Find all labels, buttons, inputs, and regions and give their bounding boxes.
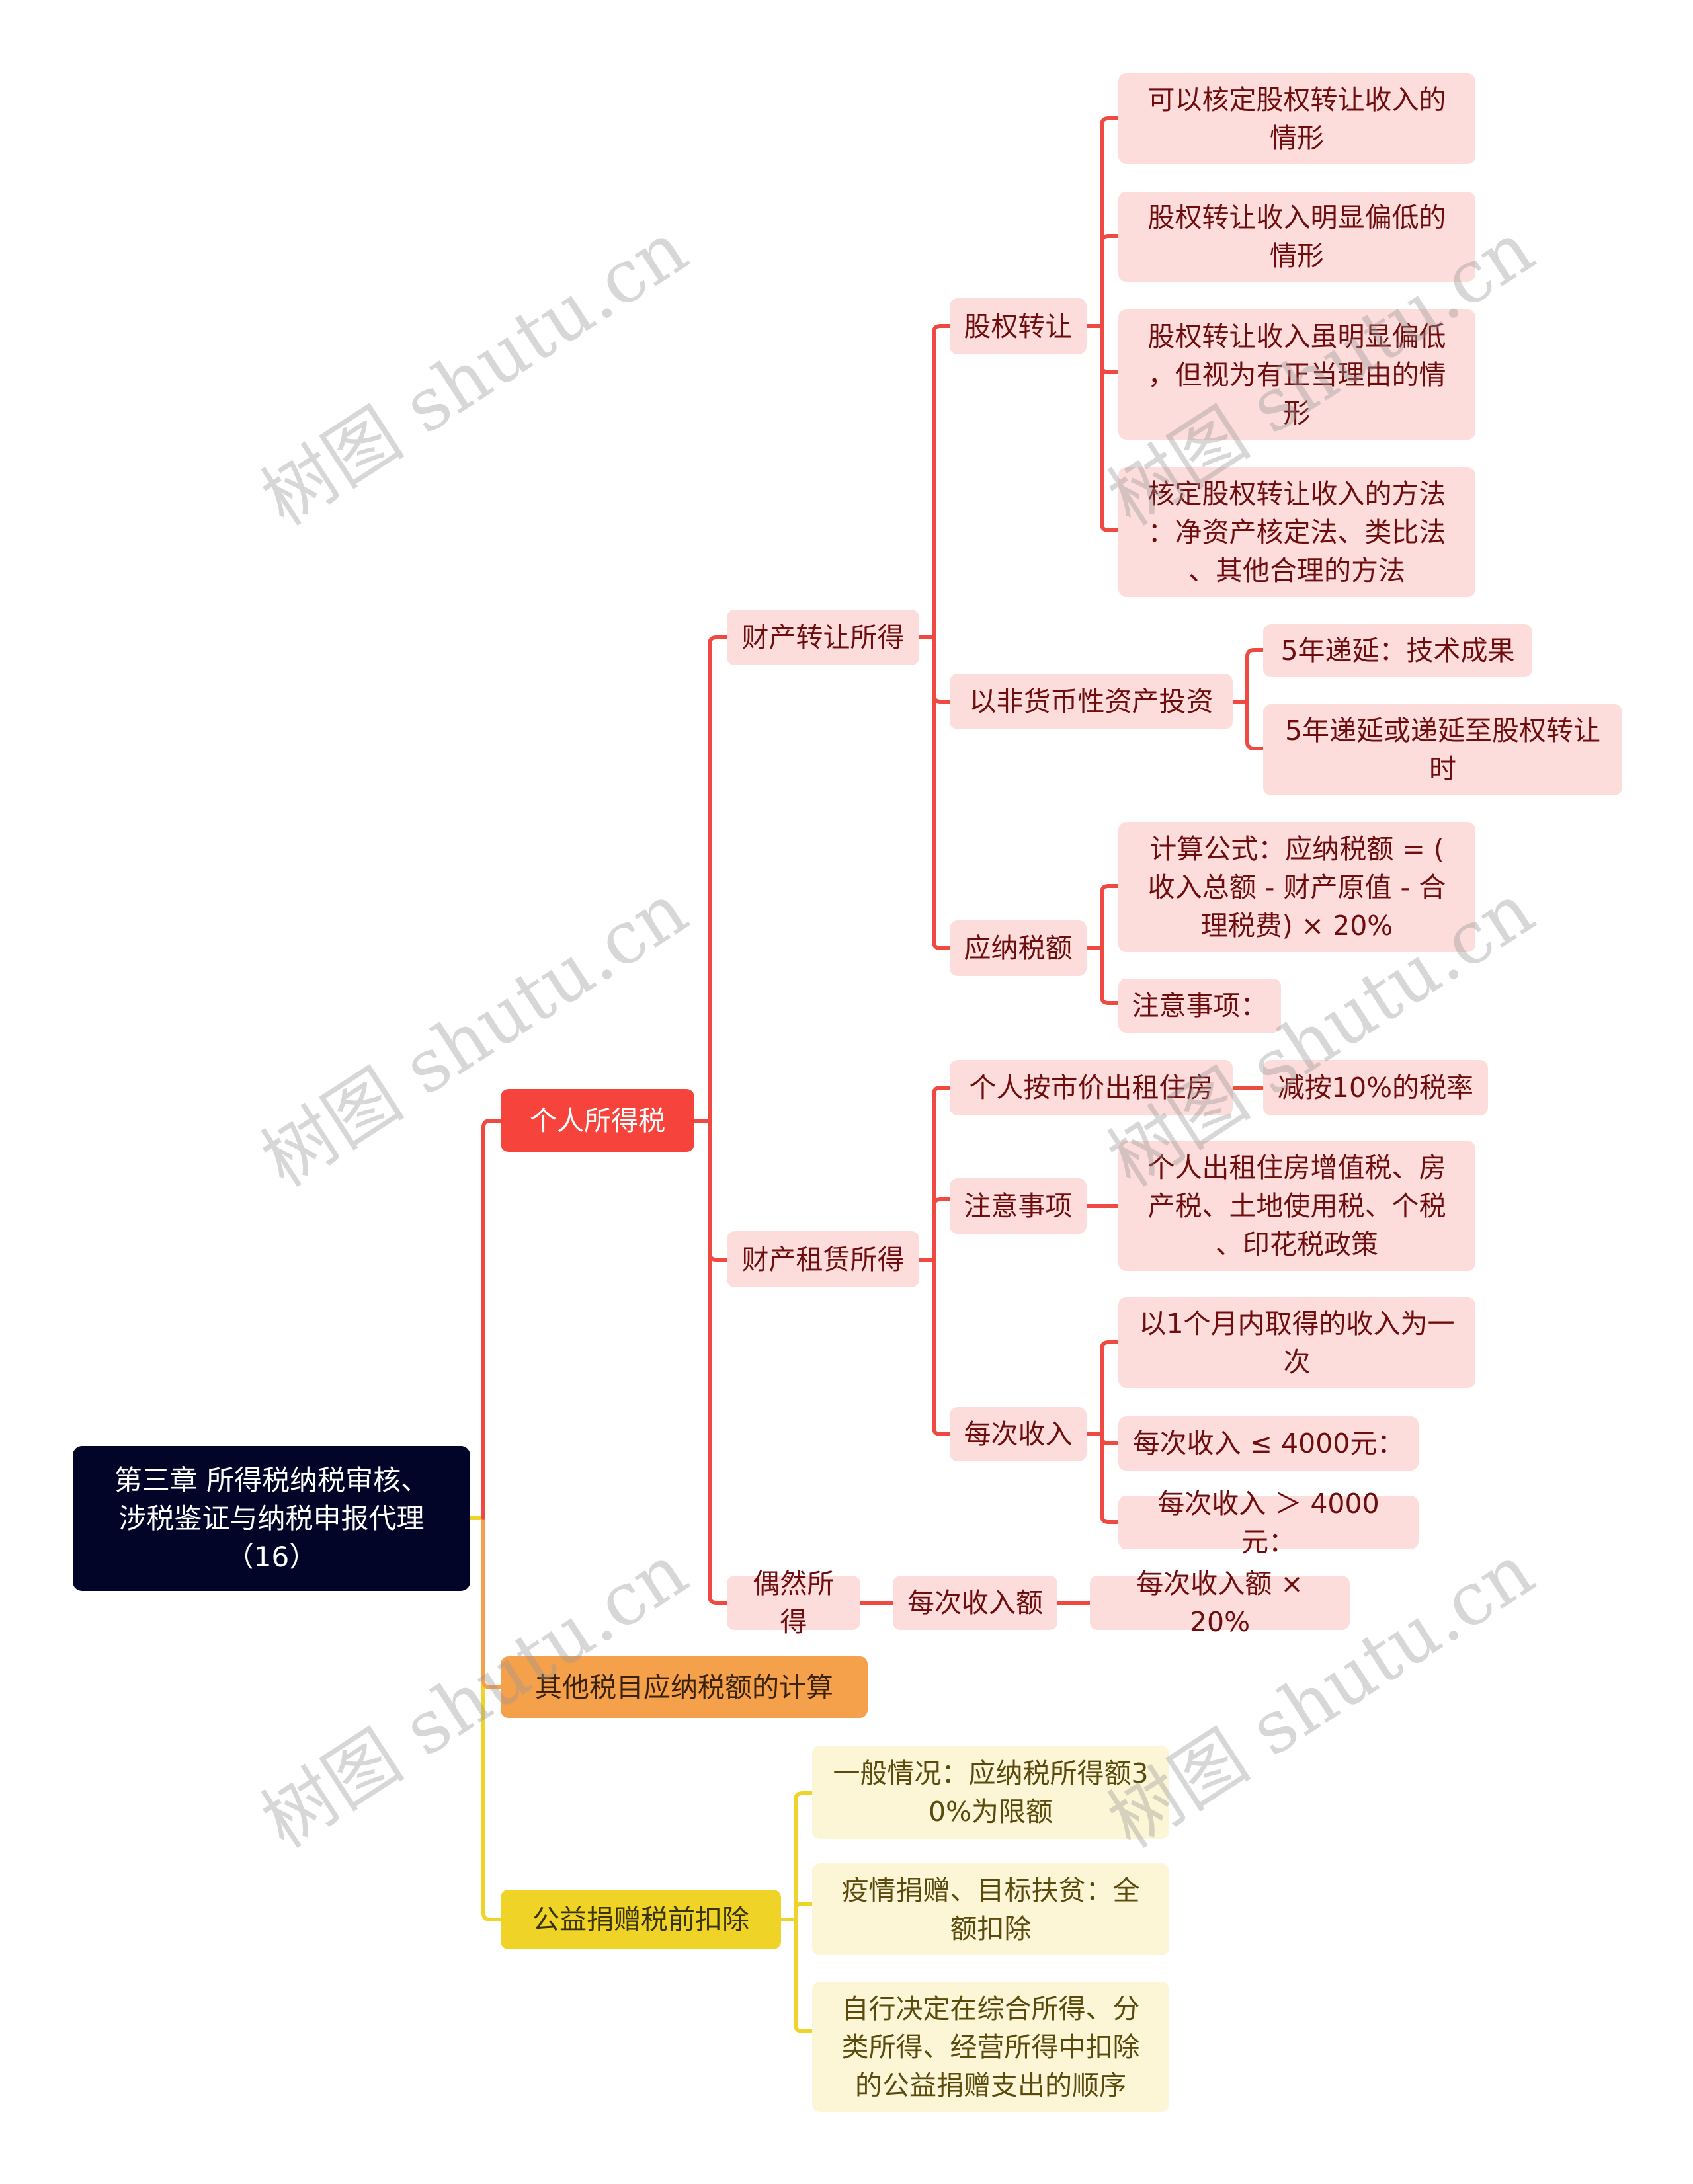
leaf-label: 股权转让收入虽明显偏低 ，但视为有正当理由的情 形	[1147, 320, 1446, 429]
topic-label: 注意事项	[964, 1190, 1073, 1222]
leaf-charity-item[interactable]: 自行决定在综合所得、分 类所得、经营所得中扣除 的公益捐赠支出的顺序	[812, 1982, 1169, 2112]
root-topic[interactable]: 第三章 所得税纳税审核、 涉税鉴证与纳税申报代理 （16）	[73, 1446, 470, 1591]
leaf-label: 核定股权转让收入的方法 ：净资产核定法、类比法 、其他合理的方法	[1147, 478, 1446, 586]
topic-label: 财产租赁所得	[741, 1243, 905, 1275]
leaf-label: 每次收入 ≤ 4000元：	[1132, 1428, 1405, 1459]
topic-property-lease-income[interactable]: 财产租赁所得	[727, 1231, 919, 1287]
leaf-non-monetary-item[interactable]: 5年递延：技术成果	[1263, 624, 1532, 677]
leaf-label: 计算公式：应纳税额 = ( 收入总额 - 财产原值 - 合 理税费) × 20%	[1147, 832, 1446, 942]
topic-equity-transfer[interactable]: 股权转让	[950, 298, 1087, 354]
leaf-label: 每次收入额 × 20%	[1136, 1568, 1303, 1638]
leaf-label: 个人出租住房增值税、房 产税、土地使用税、个税 、印花税政策	[1147, 1151, 1446, 1260]
leaf-tax-notes[interactable]: 注意事项：	[1118, 979, 1281, 1033]
topic-market-rent-housing[interactable]: 个人按市价出租住房	[950, 1060, 1233, 1115]
branch-other-taxes[interactable]: 其他税目应纳税额的计算	[501, 1656, 868, 1718]
topic-label: 以非货币性资产投资	[969, 686, 1214, 717]
leaf-equity-item[interactable]: 核定股权转让收入的方法 ：净资产核定法、类比法 、其他合理的方法	[1118, 467, 1475, 597]
leaf-lease-tax-policies[interactable]: 个人出租住房增值税、房 产税、土地使用税、个税 、印花税政策	[1118, 1141, 1475, 1271]
leaf-incidental-formula[interactable]: 每次收入额 × 20%	[1090, 1568, 1350, 1638]
branch-label: 其他税目应纳税额的计算	[535, 1671, 833, 1703]
topic-incidental-income[interactable]: 偶然所得	[727, 1568, 860, 1638]
topic-label: 偶然所得	[753, 1568, 835, 1638]
leaf-equity-item[interactable]: 股权转让收入虽明显偏低 ，但视为有正当理由的情 形	[1118, 309, 1475, 440]
leaf-per-income-item[interactable]: 以1个月内取得的收入为一 次	[1118, 1297, 1475, 1388]
topic-label: 每次收入	[964, 1418, 1073, 1450]
root-topic-label: 第三章 所得税纳税审核、 涉税鉴证与纳税申报代理 （16）	[114, 1463, 429, 1573]
topic-label: 财产转让所得	[741, 622, 905, 653]
branch-label: 公益捐赠税前扣除	[532, 1904, 749, 1935]
leaf-label: 以1个月内取得的收入为一 次	[1139, 1307, 1455, 1378]
leaf-tax-formula[interactable]: 计算公式：应纳税额 = ( 收入总额 - 财产原值 - 合 理税费) × 20%	[1118, 822, 1475, 952]
leaf-label: 股权转让收入明显偏低的 情形	[1147, 202, 1446, 272]
leaf-label: 一般情况：应纳税所得额3 0%为限额	[833, 1757, 1149, 1828]
leaf-charity-item[interactable]: 疫情捐赠、目标扶贫：全 额扣除	[812, 1863, 1169, 1955]
leaf-label: 注意事项：	[1132, 990, 1268, 1022]
topic-label: 应纳税额	[964, 932, 1073, 964]
leaf-reduced-rate[interactable]: 减按10%的税率	[1263, 1060, 1488, 1115]
topic-property-transfer-income[interactable]: 财产转让所得	[727, 610, 919, 665]
topic-per-income[interactable]: 每次收入	[950, 1407, 1087, 1461]
leaf-label: 每次收入 ＞ 4000元：	[1157, 1487, 1380, 1558]
topic-per-income-amount[interactable]: 每次收入额	[893, 1576, 1057, 1630]
leaf-equity-item[interactable]: 可以核定股权转让收入的 情形	[1118, 73, 1475, 164]
leaf-label: 5年递延或递延至股权转让 时	[1284, 715, 1601, 785]
branch-charity-deduction[interactable]: 公益捐赠税前扣除	[501, 1890, 781, 1949]
leaf-charity-item[interactable]: 一般情况：应纳税所得额3 0%为限额	[812, 1746, 1169, 1839]
branch-label: 个人所得税	[530, 1104, 665, 1137]
leaf-per-income-item[interactable]: 每次收入 ＞ 4000元：	[1118, 1488, 1419, 1558]
leaf-label: 5年递延：技术成果	[1280, 635, 1515, 667]
leaf-per-income-item[interactable]: 每次收入 ≤ 4000元：	[1118, 1416, 1419, 1471]
topic-label: 每次收入额	[907, 1587, 1043, 1619]
topic-label: 个人按市价出租住房	[969, 1072, 1214, 1104]
leaf-equity-item[interactable]: 股权转让收入明显偏低的 情形	[1118, 192, 1475, 282]
topic-non-monetary-investment[interactable]: 以非货币性资产投资	[950, 674, 1233, 729]
leaf-label: 可以核定股权转让收入的 情形	[1147, 83, 1446, 154]
leaf-non-monetary-item[interactable]: 5年递延或递延至股权转让 时	[1263, 704, 1622, 795]
topic-lease-notes[interactable]: 注意事项	[950, 1178, 1087, 1234]
leaf-label: 减按10%的税率	[1277, 1072, 1474, 1104]
topic-label: 股权转让	[964, 310, 1073, 343]
leaf-label: 自行决定在综合所得、分 类所得、经营所得中扣除 的公益捐赠支出的顺序	[841, 1992, 1140, 2101]
leaf-label: 疫情捐赠、目标扶贫：全 额扣除	[841, 1874, 1140, 1945]
branch-individual-income-tax[interactable]: 个人所得税	[501, 1089, 694, 1152]
topic-tax-payable[interactable]: 应纳税额	[950, 920, 1087, 976]
